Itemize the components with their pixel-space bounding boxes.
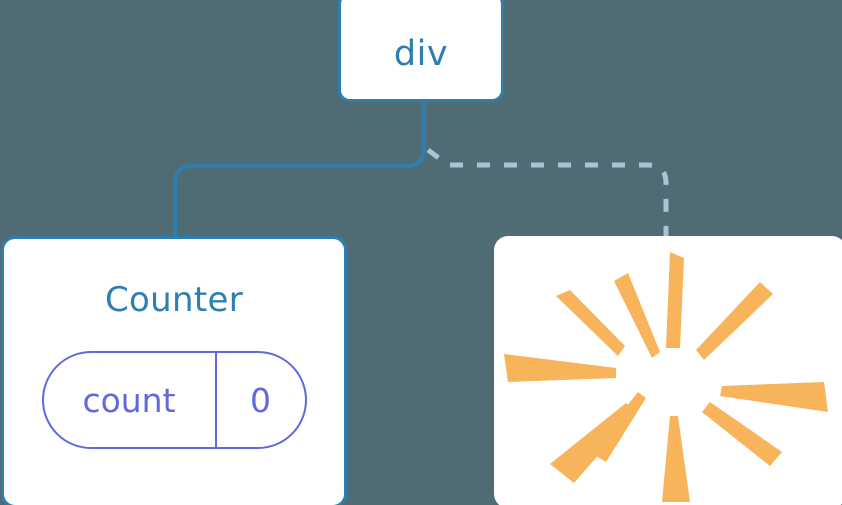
state-value: 0 [250,380,271,420]
state-pill[interactable]: count 0 [41,351,307,449]
sparkle-burst-icon [504,252,828,502]
node-div-label: div [393,33,449,74]
spark-ray-s [662,416,690,502]
spark-ray-e [720,382,828,412]
node-effect[interactable] [494,236,842,505]
spark-ray-nw [556,290,625,356]
spark-ray-nne [614,273,660,358]
spark-ray-ne [696,282,773,360]
spark-ray-w [504,354,616,382]
spark-ray-se [702,402,782,466]
spark-ray-n [666,252,684,348]
edge-div-to-effect [426,148,669,240]
node-div[interactable]: div [338,0,504,102]
node-counter-title: Counter [105,280,243,320]
edge-div-to-counter [173,98,426,242]
spark-ray-ssw [590,392,646,462]
state-key: count [44,353,217,447]
node-counter[interactable]: Counter count 0 [1,236,347,505]
